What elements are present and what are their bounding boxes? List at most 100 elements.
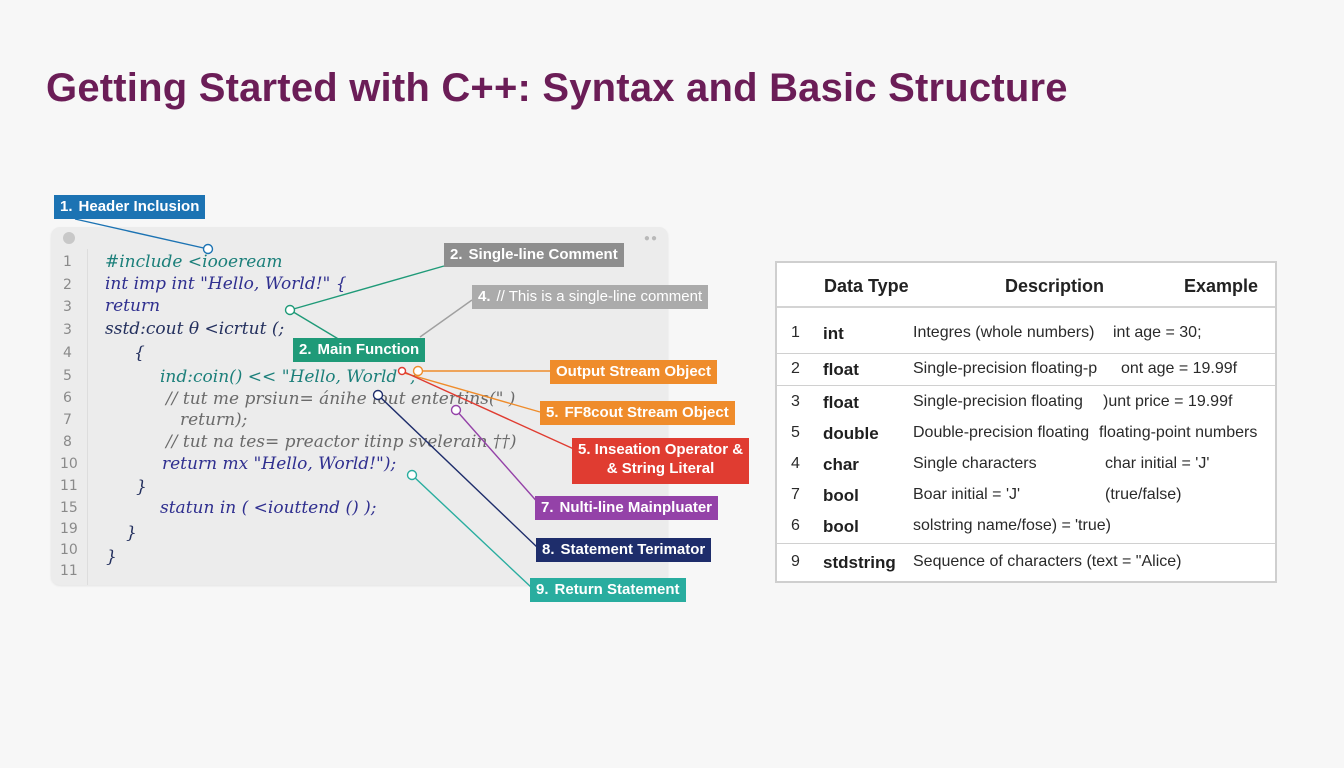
type-cell: int — [823, 324, 844, 343]
column-header: Description — [1005, 276, 1105, 296]
table-row: 9 stdstring Sequence of characters (text… — [777, 544, 1275, 581]
label-text: Nulti-line Mainpluater — [559, 499, 713, 516]
label-header-inclusion: 1. Header Inclusion — [54, 195, 206, 219]
description-cell: Double-precision floating — [913, 424, 1090, 441]
page-title: Getting Started with C++: Syntax and Bas… — [46, 66, 1068, 110]
code-line: #include <iooeream — [105, 252, 283, 272]
label-text: Output Stream Object — [556, 363, 712, 380]
row-number: 9 — [791, 553, 800, 570]
line-number: 15 — [60, 500, 78, 516]
example-cell: (true/false) — [1105, 486, 1182, 503]
example-cell: 'true) — [1075, 517, 1111, 534]
line-number: 8 — [63, 434, 72, 450]
label-statement-terminator: 8. Statement Terimator — [536, 538, 712, 562]
label-insertion-operator: 5. Inseation Operator & & String Literal — [572, 438, 750, 484]
code-line: // tut na tes= preactor itinp svelerain … — [166, 432, 517, 452]
label-comment-example: 4. // This is a single-line comment — [472, 285, 709, 309]
label-text: & String Literal — [606, 460, 715, 477]
line-number: 1 — [63, 254, 72, 270]
row-number: 7 — [791, 486, 800, 503]
example-cell: )unt price = 19.99f — [1103, 393, 1233, 410]
column-header: Data Type — [824, 276, 909, 296]
line-number: 10 — [60, 542, 78, 558]
label-text: FF8cout Stream Object — [564, 404, 729, 421]
row-divider — [777, 543, 1275, 544]
label-number: 1. — [60, 198, 73, 215]
row-number: 2 — [791, 360, 800, 377]
example-cell: floating-point numbers — [1099, 424, 1258, 441]
label-output-stream-object: Output Stream Object — [550, 360, 718, 384]
line-number: 5 — [63, 368, 72, 384]
row-number: 5 — [791, 424, 800, 441]
label-text: Header Inclusion — [78, 198, 200, 215]
table-row: 7 bool Boar initial = 'J' (true/false) — [777, 480, 1275, 511]
label-number: 2. — [450, 246, 463, 263]
description-cell: Integres (whole numbers) — [913, 324, 1095, 341]
label-multi-line: 7. Nulti-line Mainpluater — [535, 496, 719, 520]
description-cell: Boar initial = 'J' — [913, 486, 1021, 503]
label-text: // This is a single-line comment — [496, 288, 703, 305]
label-number: 9. — [536, 581, 549, 598]
row-number: 1 — [791, 324, 800, 341]
type-cell: float — [823, 360, 859, 379]
type-cell: bool — [823, 517, 859, 536]
line-number: 11 — [60, 563, 78, 579]
code-line: return — [105, 296, 161, 316]
description-cell: Single characters — [913, 455, 1037, 472]
label-number: 7. — [541, 499, 554, 516]
description-cell: Single-precision floating-p — [913, 360, 1098, 377]
table-row: 5 double Double-precision floating float… — [777, 418, 1275, 449]
code-line: sstd:cout θ <icrtut (; — [105, 319, 285, 339]
label-text: Single-line Comment — [468, 246, 618, 263]
label-main-function: 2.Main Function — [293, 338, 426, 362]
line-number: 7 — [63, 412, 72, 428]
column-header: Example — [1184, 276, 1259, 296]
line-number: 2 — [63, 277, 72, 293]
example-cell: char initial = 'J' — [1105, 455, 1210, 472]
label-text: 5. Inseation Operator & — [578, 441, 744, 458]
line-number: 10 — [60, 456, 78, 472]
label-number: 8. — [542, 541, 555, 558]
code-line: } — [136, 477, 147, 497]
row-number: 6 — [791, 517, 800, 534]
table-row: 1 int Integres (whole numbers) int age =… — [777, 308, 1275, 353]
code-line: statun in ( <iouttend () ); — [160, 498, 377, 518]
description-cell: Single-precision floating — [913, 393, 1083, 410]
line-number-gutter — [51, 249, 88, 585]
label-text: Statement Terimator — [560, 541, 706, 558]
window-dot-icon — [63, 232, 75, 244]
code-line: } — [126, 523, 137, 543]
code-line: return mx "Hello, World!"); — [162, 454, 397, 474]
line-number: 19 — [60, 521, 78, 537]
row-divider — [777, 353, 1275, 354]
label-number: 4. — [478, 288, 491, 305]
row-number: 3 — [791, 393, 800, 410]
row-divider — [777, 385, 1275, 386]
line-number: 4 — [63, 345, 72, 361]
line-number: 3 — [63, 322, 72, 338]
table-header-row: Data Type Description Example — [777, 263, 1275, 308]
type-cell: stdstring — [823, 553, 896, 572]
example-cell: ont age = 19.99f — [1121, 360, 1238, 377]
line-number: 11 — [60, 478, 78, 494]
code-line: { — [134, 343, 145, 363]
type-cell: char — [823, 455, 859, 474]
label-return-statement: 9. Return Statement — [530, 578, 686, 602]
label-text: Return Statement — [554, 581, 680, 598]
table-row: 6 bool solstring name/fose) = 'true) — [777, 511, 1275, 543]
window-dots-icon: ●● — [643, 233, 658, 244]
description-cell: Sequence of characters (text = "Alice) — [913, 553, 1182, 570]
code-line: int imp int "Hello, World!" { — [105, 274, 347, 294]
code-line: // tut me prsiun= ánihe iout entertins("… — [166, 389, 516, 409]
description-cell: solstring name/fose) = — [913, 517, 1071, 534]
row-number: 4 — [791, 455, 800, 472]
type-cell: bool — [823, 486, 859, 505]
line-number: 3 — [63, 299, 72, 315]
type-cell: double — [823, 424, 879, 443]
type-cell: float — [823, 393, 859, 412]
example-cell: int age = 30; — [1113, 324, 1202, 341]
line-number: 6 — [63, 390, 72, 406]
label-number: 5. — [546, 404, 559, 421]
code-line: return); — [180, 410, 248, 430]
